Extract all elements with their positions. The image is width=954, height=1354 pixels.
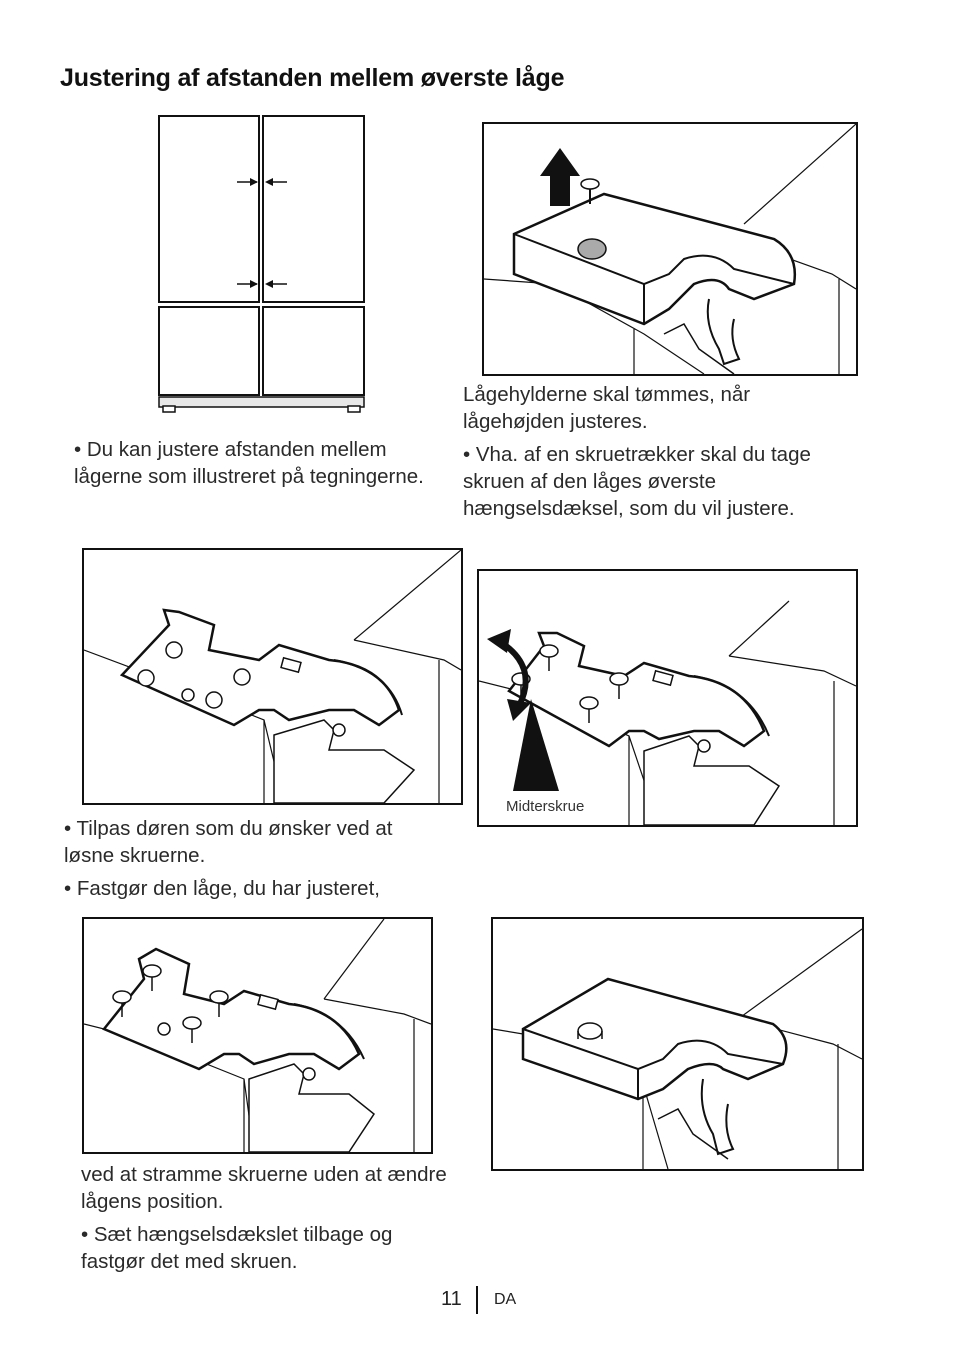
tighten-screws-figure bbox=[82, 917, 433, 1154]
instruction-text-1: • Du kan justere afstanden mellem lågern… bbox=[74, 436, 454, 496]
bullet-fasten-door: • Fastgør den låge, du har justeret, bbox=[64, 877, 380, 900]
fridge-doors-illustration bbox=[155, 112, 370, 417]
middle-screw-figure bbox=[477, 569, 858, 827]
language-code: DA bbox=[494, 1291, 517, 1308]
bullet-replace-cover: • Sæt hængselsdækslet tilbage og fastgør… bbox=[81, 1223, 393, 1273]
bullet-adjust-gap: • Du kan justere afstanden mellem lågern… bbox=[74, 438, 424, 488]
note-empty-shelves: Lågehylderne skal tømmes, når lågehøjden… bbox=[463, 383, 751, 433]
instruction-text-4: ved at stramme skruerne uden at ændre lå… bbox=[81, 1161, 461, 1281]
hinge-screws-figure bbox=[82, 548, 463, 805]
page-title: Justering af afstanden mellem øverste lå… bbox=[60, 64, 565, 92]
instruction-text-2: Lågehylderne skal tømmes, når lågehøjden… bbox=[463, 381, 843, 528]
note-tighten-screws: ved at stramme skruerne uden at ændre lå… bbox=[81, 1163, 447, 1213]
cover-reattached-figure bbox=[491, 917, 864, 1171]
middle-screw-label: Midterskrue bbox=[506, 798, 585, 815]
bullet-remove-screw: • Vha. af en skruetrækker skal du tage s… bbox=[463, 443, 811, 520]
hinge-cover-removal-figure bbox=[482, 122, 858, 376]
footer-divider bbox=[476, 1286, 478, 1314]
page-number: 11 bbox=[441, 1288, 462, 1310]
bullet-adjust-door: • Tilpas døren som du ønsker ved at løsn… bbox=[64, 817, 393, 867]
instruction-text-3: • Tilpas døren som du ønsker ved at løsn… bbox=[64, 815, 444, 908]
